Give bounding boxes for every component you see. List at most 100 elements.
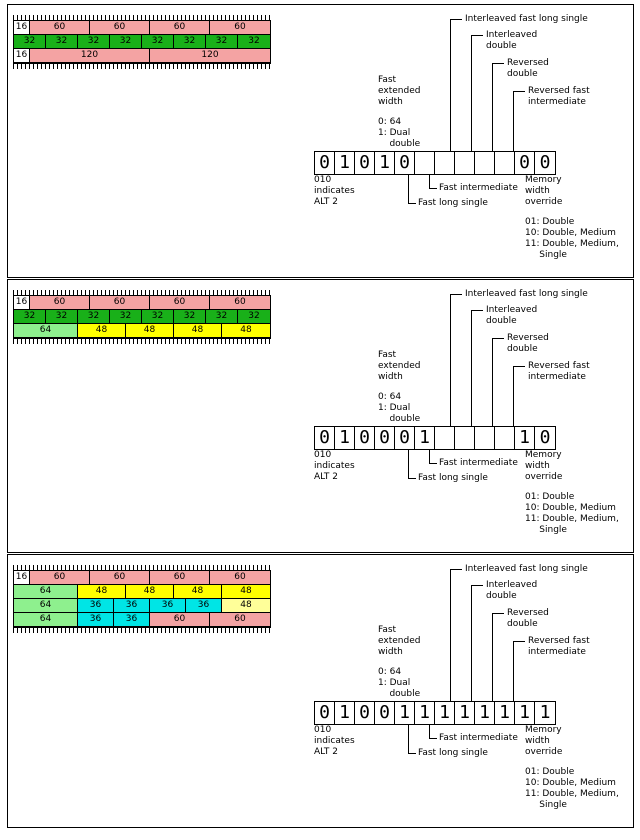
- word-field: 32: [110, 35, 142, 48]
- label-reversed-fast-intermediate: Reversed fast intermediate: [528, 636, 590, 657]
- word-field: 60: [150, 613, 210, 626]
- bit-box: 1: [515, 702, 535, 724]
- label-alt2: 010 indicates ALT 2: [314, 450, 355, 482]
- word-field: 48: [126, 585, 174, 598]
- bit-box: 1: [335, 152, 355, 174]
- word-field: 32: [110, 310, 142, 323]
- leader-interleaved-double-h: [471, 35, 483, 36]
- bit-box: 1: [415, 702, 435, 724]
- label-fast-long-single: Fast long single: [418, 473, 488, 483]
- word-field: 36: [186, 599, 222, 612]
- word-field: 36: [114, 613, 150, 626]
- label-memory-width-options: 01: Double 10: Double, Medium 11: Double…: [525, 767, 619, 810]
- bit-box: [435, 152, 455, 174]
- bit-box: 0: [315, 702, 335, 724]
- bit-box: 1: [539, 702, 551, 723]
- leader-interleaved-double: [471, 585, 472, 701]
- word-field: 36: [78, 599, 114, 612]
- bit-ruler-bottom: [13, 338, 271, 344]
- word-field: 32: [78, 35, 110, 48]
- label-memory-width-options: 01: Double 10: Double, Medium 11: Double…: [525, 217, 619, 260]
- leader-interleaved-double-h: [471, 585, 483, 586]
- word-field: 16: [14, 571, 30, 584]
- label-alt2: 010 indicates ALT 2: [314, 725, 355, 757]
- word-field: 60: [150, 296, 210, 309]
- leader-interleaved-double: [471, 35, 472, 151]
- word-field: 48: [174, 585, 222, 598]
- bit-box: 1: [375, 152, 395, 174]
- word-field: 60: [90, 571, 150, 584]
- label-interleaved-fast-long-single: Interleaved fast long single: [465, 564, 588, 574]
- leader-interleaved-fast-long-single-h: [450, 19, 462, 20]
- bit-box: [475, 427, 495, 449]
- bit-box: 0: [355, 427, 375, 449]
- word-field: 36: [78, 613, 114, 626]
- label-reversed-double: Reversed double: [507, 608, 549, 629]
- label-reversed-double: Reversed double: [507, 333, 549, 354]
- bit-box: 1: [455, 702, 475, 724]
- leader-fast-long-single: [408, 449, 409, 478]
- word-field: 60: [150, 571, 210, 584]
- word-field: 48: [222, 585, 270, 598]
- leader-fast-intermediate-h: [429, 463, 437, 464]
- word-field: 48: [174, 324, 222, 337]
- word-field: 32: [14, 310, 46, 323]
- bit-box: 0: [375, 702, 395, 724]
- leader-reversed-double-h: [492, 63, 504, 64]
- word-field: 60: [90, 296, 150, 309]
- leader-reversed-fast-intermediate-h: [513, 91, 525, 92]
- bit-box: 0: [539, 152, 551, 173]
- word-field: 32: [142, 35, 174, 48]
- label-fast-intermediate: Fast intermediate: [439, 733, 518, 743]
- bit-ruler-top: [13, 290, 271, 296]
- word-field: 16: [14, 296, 30, 309]
- word-field: 32: [206, 310, 238, 323]
- label-fast-long-single: Fast long single: [418, 198, 488, 208]
- leader-interleaved-double: [471, 310, 472, 426]
- bit-box: 1: [335, 702, 355, 724]
- word-field: 32: [14, 35, 46, 48]
- bit-box: 0: [315, 152, 335, 174]
- label-interleaved-fast-long-single: Interleaved fast long single: [465, 289, 588, 299]
- label-interleaved-double: Interleaved double: [486, 30, 538, 51]
- word-field: 32: [238, 35, 270, 48]
- word-field: 48: [126, 324, 174, 337]
- leader-reversed-fast-intermediate: [513, 641, 514, 701]
- word-field: 64: [14, 324, 78, 337]
- label-fast-intermediate: Fast intermediate: [439, 183, 518, 193]
- bit-box: 1: [515, 427, 535, 449]
- bit-box: 0: [355, 152, 375, 174]
- bit-box: [475, 152, 495, 174]
- leader-fast-long-single-h: [408, 203, 416, 204]
- leader-fast-intermediate-h: [429, 738, 437, 739]
- leader-fast-long-single-h: [408, 478, 416, 479]
- bit-box: [495, 152, 515, 174]
- word-field: 36: [114, 599, 150, 612]
- word-field: 64: [14, 613, 78, 626]
- bit-ruler-top: [13, 15, 271, 21]
- label-interleaved-double: Interleaved double: [486, 305, 538, 326]
- label-interleaved-fast-long-single: Interleaved fast long single: [465, 14, 588, 24]
- label-reversed-fast-intermediate: Reversed fast intermediate: [528, 86, 590, 107]
- leader-fast-long-single: [408, 724, 409, 753]
- word-field: 48: [78, 585, 126, 598]
- word-field: 16: [14, 49, 30, 62]
- leader-reversed-double: [492, 338, 493, 426]
- bit-ruler-top: [13, 565, 271, 571]
